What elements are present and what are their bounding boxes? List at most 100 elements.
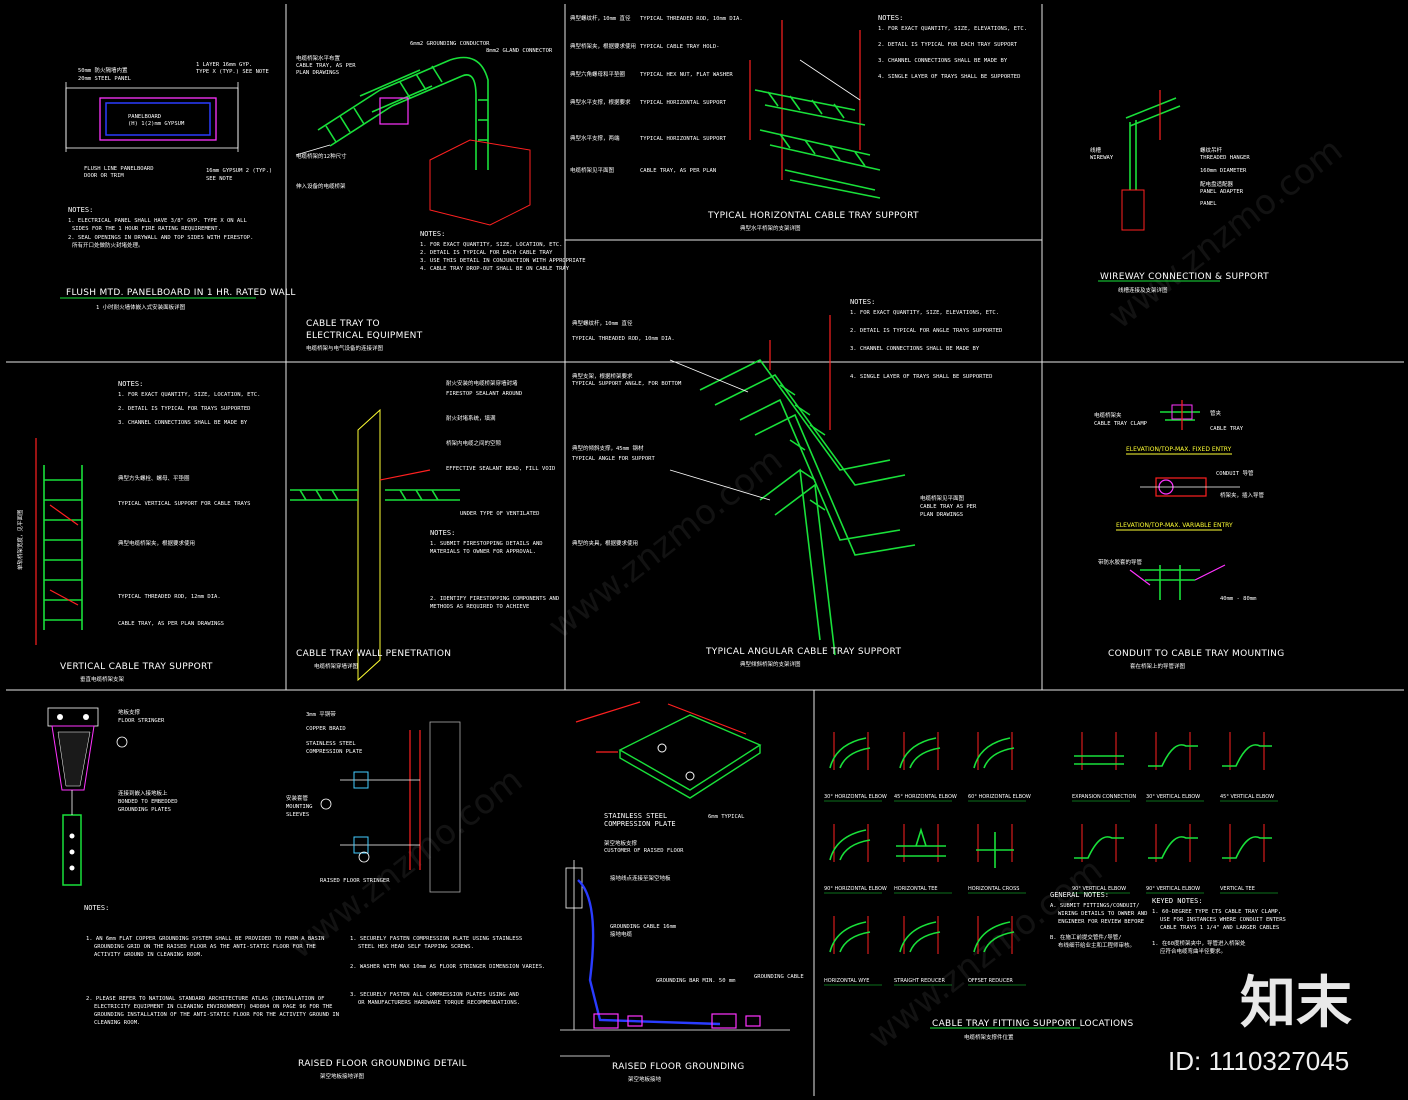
- svg-text:3. CHANNEL CONNECTIONS SHALL B: 3. CHANNEL CONNECTIONS SHALL BE MADE BY: [118, 420, 248, 426]
- p3-title: TYPICAL HORIZONTAL CABLE TRAY SUPPORT: [707, 211, 919, 221]
- p11-title-cn: 电缆桥架支撑件位置: [964, 1033, 1014, 1041]
- svg-text:1. FOR EXACT QUANTITY, SIZE, E: 1. FOR EXACT QUANTITY, SIZE, ELEVATIONS,…: [850, 310, 999, 316]
- fitting-13: HORIZONTAL WYE: [824, 916, 882, 986]
- svg-text:TYPICAL THREADED ROD, 12mm DIA: TYPICAL THREADED ROD, 12mm DIA.: [118, 594, 221, 600]
- svg-text:WIREWAY: WIREWAY: [1090, 155, 1114, 161]
- fitting-7: 90° HORIZONTAL ELBOW: [824, 824, 887, 894]
- svg-text:GROUNDING CABLE: GROUNDING CABLE: [754, 974, 804, 980]
- p1-title: FLUSH MTD. PANELBOARD IN 1 HR. RATED WAL…: [66, 288, 296, 298]
- fitting-label: HORIZONTAL CROSS: [968, 886, 1019, 892]
- svg-text:典型方头螺栓、螺母、平垫圈: 典型方头螺栓、螺母、平垫圈: [118, 474, 190, 482]
- svg-text:SIDES FOR THE 1 HOUR FIRE RATI: SIDES FOR THE 1 HOUR FIRE RATING REQUIRE…: [72, 226, 221, 232]
- svg-text:USE FOR INSTANCES WHERE CONDUI: USE FOR INSTANCES WHERE CONDUIT ENTERS: [1160, 917, 1286, 923]
- fitting-label: VERTICAL TEE: [1220, 886, 1255, 892]
- svg-text:架空地板支撑: 架空地板支撑: [604, 839, 638, 847]
- svg-text:TYPICAL HORIZONTAL SUPPORT: TYPICAL HORIZONTAL SUPPORT: [640, 100, 727, 106]
- svg-text:COMPRESSION PLATE: COMPRESSION PLATE: [306, 749, 362, 755]
- p4-title-cn: 线槽连接及支架详图: [1118, 286, 1168, 294]
- svg-text:CONDUIT 导管: CONDUIT 导管: [1216, 469, 1254, 477]
- svg-text:THREADED HANGER: THREADED HANGER: [1200, 155, 1250, 161]
- fitting-label: STRAIGHT REDUCER: [894, 978, 945, 984]
- svg-text:典型电缆桥架夹，根据要求使用: 典型电缆桥架夹，根据要求使用: [118, 539, 195, 547]
- p8-sub1: ELEVATION/TOP-MAX. FIXED ENTRY: [1126, 446, 1232, 453]
- svg-text:1. 60-DEGREE TYPE CTS CABLE TR: 1. 60-DEGREE TYPE CTS CABLE TRAY CLAMP,: [1152, 909, 1281, 915]
- svg-text:BONDED TO EMBEDDED: BONDED TO EMBEDDED: [118, 799, 178, 805]
- svg-text:2. DETAIL IS TYPICAL FOR ANGLE: 2. DETAIL IS TYPICAL FOR ANGLE TRAYS SUP…: [850, 328, 1002, 334]
- svg-text:1. FOR EXACT QUANTITY, SIZE, L: 1. FOR EXACT QUANTITY, SIZE, LOCATION, E…: [420, 242, 562, 248]
- svg-text:典型水平支撑，两端: 典型水平支撑，两端: [570, 134, 620, 142]
- svg-text:连接到嵌入接地板上: 连接到嵌入接地板上: [118, 789, 168, 797]
- svg-text:DOOR OR TRIM: DOOR OR TRIM: [84, 173, 124, 179]
- svg-text:1. 在60度桥架夹中，导管进入桥架处: 1. 在60度桥架夹中，导管进入桥架处: [1152, 939, 1246, 947]
- p2-notes-head: NOTES:: [420, 230, 445, 238]
- svg-text:CABLE TRAY, AS PER: CABLE TRAY, AS PER: [296, 63, 356, 69]
- brand-logo: 知末: [1240, 971, 1352, 1036]
- svg-text:CABLE TRAYS 1 1/4" AND LARGER: CABLE TRAYS 1 1/4" AND LARGER CABLES: [1160, 925, 1279, 931]
- fitting-5: 30° VERTICAL ELBOW: [1146, 732, 1204, 802]
- svg-text:2. DETAIL IS TYPICAL FOR TRAYS: 2. DETAIL IS TYPICAL FOR TRAYS SUPPORTED: [118, 406, 250, 412]
- svg-text:地板支撑: 地板支撑: [118, 708, 141, 716]
- svg-text:1. ELECTRICAL PANEL SHALL HAVE: 1. ELECTRICAL PANEL SHALL HAVE 3/8" GYP.…: [68, 218, 247, 224]
- p3-title-cn: 典型水平桥架的支架详图: [740, 224, 801, 232]
- svg-text:接地线点连接至架空地板: 接地线点连接至架空地板: [610, 874, 671, 882]
- p7-notes-head: NOTES:: [850, 298, 875, 306]
- svg-text:1. SUBMIT FIRESTOPPING DETAILS: 1. SUBMIT FIRESTOPPING DETAILS AND: [430, 541, 543, 547]
- svg-text:STEEL HEX HEAD SELF TAPPING SC: STEEL HEX HEAD SELF TAPPING SCREWS.: [358, 944, 474, 950]
- svg-text:A. SUBMIT FITTINGS/CONDUIT/: A. SUBMIT FITTINGS/CONDUIT/: [1050, 903, 1139, 909]
- fitting-label: 90° VERTICAL ELBOW: [1146, 886, 1200, 892]
- svg-text:电缆桥架水平布置: 电缆桥架水平布置: [296, 54, 341, 62]
- watermark-2: www.znzmo.com: [1101, 130, 1350, 337]
- fitting-15: OFFSET REDUCER: [968, 916, 1026, 986]
- p2-title-2: ELECTRICAL EQUIPMENT: [306, 331, 423, 341]
- p8-sub2: ELEVATION/TOP-MAX. VARIABLE ENTRY: [1116, 522, 1233, 529]
- svg-text:16mm GYPSUM 2 (TYP.): 16mm GYPSUM 2 (TYP.): [206, 168, 272, 174]
- p9-stringer-label: RAISED FLOOR STRINGER: [320, 878, 390, 884]
- svg-text:3. USE THIS DETAIL IN CONJUNCT: 3. USE THIS DETAIL IN CONJUNCTION WITH A…: [420, 258, 586, 264]
- panel-conduit-mounting: ELEVATION/TOP-MAX. FIXED ENTRY ELEVATION…: [1094, 400, 1284, 670]
- fitting-2: 45° HORIZONTAL ELBOW: [894, 732, 957, 802]
- fitting-3: 60° HORIZONTAL ELBOW: [968, 732, 1031, 802]
- svg-text:20mm STEEL PANEL: 20mm STEEL PANEL: [78, 76, 132, 82]
- svg-text:FLUSH LINE PANELBOARD: FLUSH LINE PANELBOARD: [84, 166, 154, 172]
- svg-text:配电盘适配器: 配电盘适配器: [1200, 180, 1234, 188]
- svg-text:1. FOR EXACT QUANTITY, SIZE, L: 1. FOR EXACT QUANTITY, SIZE, LOCATION, E…: [118, 392, 260, 398]
- svg-text:CUSTOMER OF RAISED FLOOR: CUSTOMER OF RAISED FLOOR: [604, 848, 684, 854]
- svg-text:耐火安装的电缆桥架穿墙封堵: 耐火安装的电缆桥架穿墙封堵: [446, 379, 518, 387]
- svg-text:160mm DIAMETER: 160mm DIAMETER: [1200, 168, 1247, 174]
- p4-title: WIREWAY CONNECTION & SUPPORT: [1100, 272, 1269, 282]
- p9-title: RAISED FLOOR GROUNDING DETAIL: [298, 1059, 467, 1069]
- svg-text:典型支架，根据桥架要求: 典型支架，根据桥架要求: [572, 372, 633, 380]
- svg-text:桥架内电缆之间的空隙: 桥架内电缆之间的空隙: [446, 439, 502, 447]
- fitting-label: EXPANSION CONNECTION: [1072, 794, 1136, 800]
- svg-text:电缆桥架的12种尺寸: 电缆桥架的12种尺寸: [296, 152, 347, 160]
- p5-title: VERTICAL CABLE TRAY SUPPORT: [60, 662, 213, 672]
- svg-text:(H) 1(2)mm GYPSUM: (H) 1(2)mm GYPSUM: [128, 121, 185, 127]
- p6-title: CABLE TRAY WALL PENETRATION: [296, 649, 451, 659]
- p9-title-cn: 架空地板接地详图: [320, 1072, 365, 1080]
- svg-text:单轨桥架宽度，见平面图: 单轨桥架宽度，见平面图: [16, 509, 24, 570]
- p5-title-cn: 垂直电缆桥架支架: [80, 675, 125, 683]
- svg-text:PLAN DRAWINGS: PLAN DRAWINGS: [920, 512, 963, 518]
- fitting-14: STRAIGHT REDUCER: [894, 916, 952, 986]
- p10-title-cn: 架空地板接地: [628, 1075, 662, 1083]
- svg-text:2. SEAL OPENINGS IN DRYWALL AN: 2. SEAL OPENINGS IN DRYWALL AND TOP SIDE…: [68, 235, 253, 241]
- p1-notes-head: NOTES:: [68, 206, 93, 214]
- p2-title-cn: 电缆桥架与电气设备的连接详图: [306, 344, 384, 352]
- svg-text:螺纹吊杆: 螺纹吊杆: [1200, 146, 1223, 154]
- svg-text:2. WASHER WITH MAX 10mm AS FLO: 2. WASHER WITH MAX 10mm AS FLOOR STRINGE…: [350, 964, 545, 970]
- id-label: ID: 1110327045: [1168, 1046, 1349, 1076]
- svg-text:1 LAYER 16mm GYP.: 1 LAYER 16mm GYP.: [196, 62, 252, 68]
- fitting-9: HORIZONTAL CROSS: [968, 824, 1026, 894]
- svg-text:6mm2 GROUNDING CONDUCTOR: 6mm2 GROUNDING CONDUCTOR: [410, 41, 490, 47]
- p6-notes-head: NOTES:: [430, 529, 455, 537]
- svg-text:2. DETAIL IS TYPICAL FOR EACH: 2. DETAIL IS TYPICAL FOR EACH TRAY SUPPO…: [878, 42, 1018, 48]
- svg-text:线槽: 线槽: [1090, 146, 1102, 154]
- svg-text:所有开口处做防火封堵处理。: 所有开口处做防火封堵处理。: [72, 241, 144, 249]
- svg-text:4. SINGLE LAYER OF TRAYS SHALL: 4. SINGLE LAYER OF TRAYS SHALL BE SUPPOR…: [878, 74, 1020, 80]
- svg-text:TYPICAL VERTICAL SUPPORT FOR C: TYPICAL VERTICAL SUPPORT FOR CABLE TRAYS: [118, 501, 250, 507]
- p6-title-cn: 电缆桥架穿墙详图: [314, 662, 359, 670]
- svg-text:典型的倾斜支撑，45mm 钢材: 典型的倾斜支撑，45mm 钢材: [572, 444, 644, 452]
